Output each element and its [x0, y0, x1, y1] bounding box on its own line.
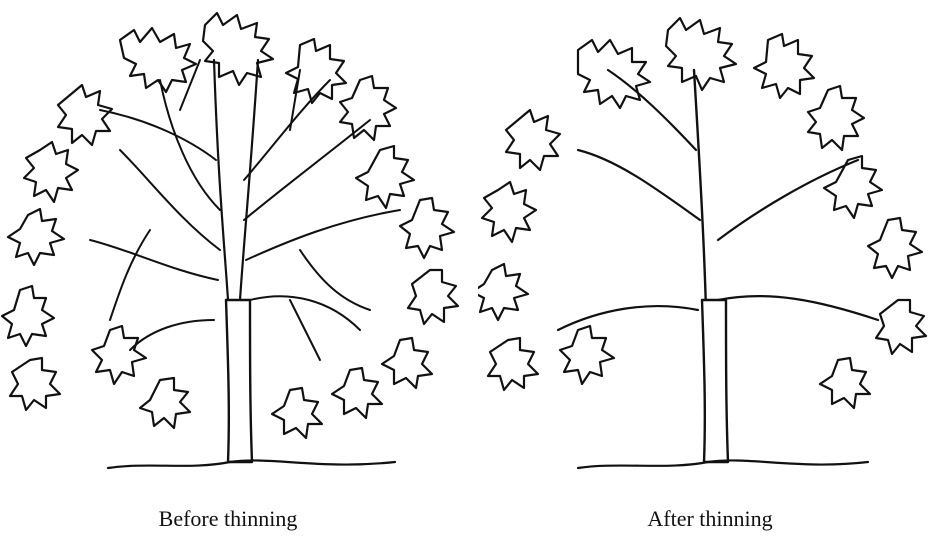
dense-tree-illustration — [0, 0, 480, 500]
ground-line-after — [578, 460, 868, 468]
after-thinning-caption: After thinning — [647, 506, 772, 532]
after-thinning-panel: After thinning — [478, 0, 949, 545]
thinned-tree-illustration — [478, 0, 949, 500]
dense-tree-trunk — [226, 300, 252, 462]
before-thinning-caption: Before thinning — [159, 506, 298, 532]
thinned-tree-trunk — [702, 300, 728, 462]
before-thinning-panel: Before thinning — [0, 0, 480, 545]
